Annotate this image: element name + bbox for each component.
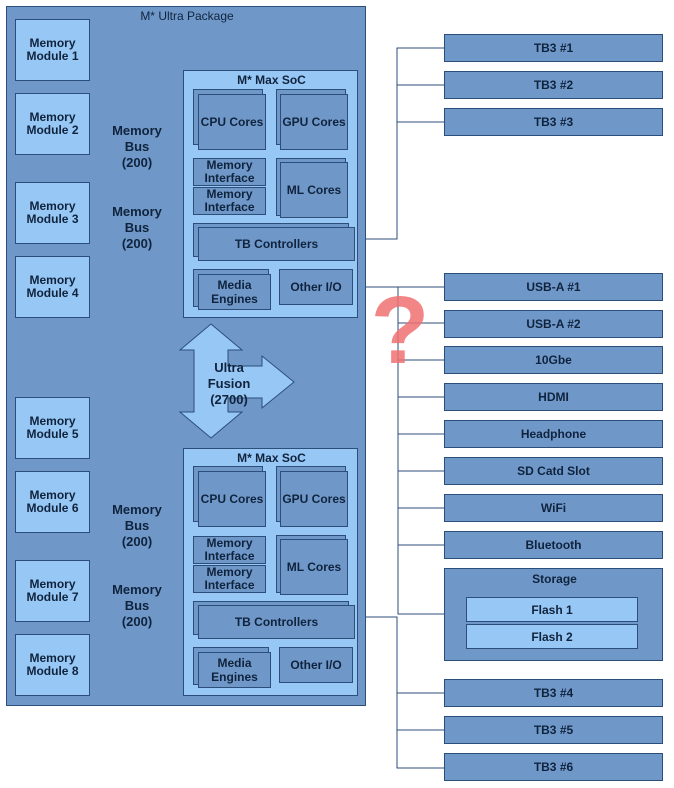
port-tb3-1: TB3 #1	[444, 34, 663, 62]
port-headphone: Headphone	[444, 420, 663, 448]
bus-word: Memory	[112, 582, 162, 597]
bus-word: Memory	[112, 204, 162, 219]
bus-word2: Bus	[124, 598, 150, 613]
gpu-cores-bottom: GPU Cores	[280, 471, 348, 527]
port-tb3-2: TB3 #2	[444, 71, 663, 99]
media-engines-bottom: Media Engines	[198, 652, 271, 688]
bus-word2: Bus	[124, 220, 150, 235]
memory-module-3: Memory Module 3	[15, 182, 90, 244]
storage-title: Storage	[532, 572, 577, 586]
memory-module-4: Memory Module 4	[15, 256, 90, 318]
port-bluetooth: Bluetooth	[444, 531, 663, 559]
memory-interface-bottom-1: Memory Interface	[193, 536, 266, 564]
ml-cores-top: ML Cores	[280, 162, 348, 218]
bus-word: Memory	[112, 502, 162, 517]
other-io-top: Other I/O	[279, 269, 353, 305]
memory-bus-label-2: Memory Bus (200)	[104, 204, 170, 252]
soc-bottom-title: M* Max SoC	[237, 451, 306, 465]
port-hdmi: HDMI	[444, 383, 663, 411]
fusion-line2: Fusion	[207, 376, 251, 391]
bus-value: (200)	[121, 236, 153, 251]
ml-cores-bottom: ML Cores	[280, 539, 348, 595]
memory-module-8: Memory Module 8	[15, 634, 90, 696]
bus-word2: Bus	[124, 139, 150, 154]
memory-module-2: Memory Module 2	[15, 93, 90, 155]
cpu-cores-bottom: CPU Cores	[198, 471, 266, 527]
memory-bus-label-1: Memory Bus (200)	[104, 123, 170, 171]
io-line-storage	[397, 300, 444, 615]
other-io-bottom: Other I/O	[279, 647, 353, 683]
tb-top-trunk	[355, 47, 444, 240]
memory-module-6: Memory Module 6	[15, 471, 90, 533]
gpu-cores-top: GPU Cores	[280, 94, 348, 150]
port-tb3-3: TB3 #3	[444, 108, 663, 136]
port-tb3-5: TB3 #5	[444, 716, 663, 744]
ultra-fusion-label: Ultra Fusion (2700)	[190, 360, 268, 408]
port-wifi: WiFi	[444, 494, 663, 522]
ultra-fusion-arrow	[178, 323, 295, 439]
port-usb-a-2: USB-A #2	[444, 310, 663, 338]
memory-interface-top-2: Memory Interface	[193, 187, 266, 215]
port-tb3-6: TB3 #6	[444, 753, 663, 781]
memory-bus-label-3: Memory Bus (200)	[104, 502, 170, 550]
fusion-arrow-shape	[178, 323, 295, 439]
memory-interface-bottom-2: Memory Interface	[193, 565, 266, 593]
port-sd-card: SD Catd Slot	[444, 457, 663, 485]
memory-module-7: Memory Module 7	[15, 560, 90, 622]
memory-interface-top-1: Memory Interface	[193, 158, 266, 186]
question-mark: ?	[370, 277, 430, 384]
memory-bus-label-4: Memory Bus (200)	[104, 582, 170, 630]
media-engines-top: Media Engines	[198, 274, 271, 310]
port-tb3-4: TB3 #4	[444, 679, 663, 707]
flash-2: Flash 2	[466, 624, 638, 649]
fusion-line3: (2700)	[210, 392, 248, 407]
tb-controllers-bottom: TB Controllers	[198, 605, 355, 639]
fusion-line1: Ultra	[214, 360, 244, 375]
bus-word2: Bus	[124, 518, 150, 533]
port-usb-a-1: USB-A #1	[444, 273, 663, 301]
bus-value: (200)	[121, 155, 153, 170]
soc-top-title: M* Max SoC	[237, 73, 306, 87]
memory-module-1: Memory Module 1	[15, 19, 90, 81]
flash-1: Flash 1	[466, 597, 638, 622]
memory-module-5: Memory Module 5	[15, 397, 90, 459]
bus-value: (200)	[121, 614, 153, 629]
tb-controllers-top: TB Controllers	[198, 227, 355, 261]
port-10gbe: 10Gbe	[444, 346, 663, 374]
bus-word: Memory	[112, 123, 162, 138]
cpu-cores-top: CPU Cores	[198, 94, 266, 150]
bus-value: (200)	[121, 534, 153, 549]
package-title: M* Ultra Package	[140, 9, 234, 23]
